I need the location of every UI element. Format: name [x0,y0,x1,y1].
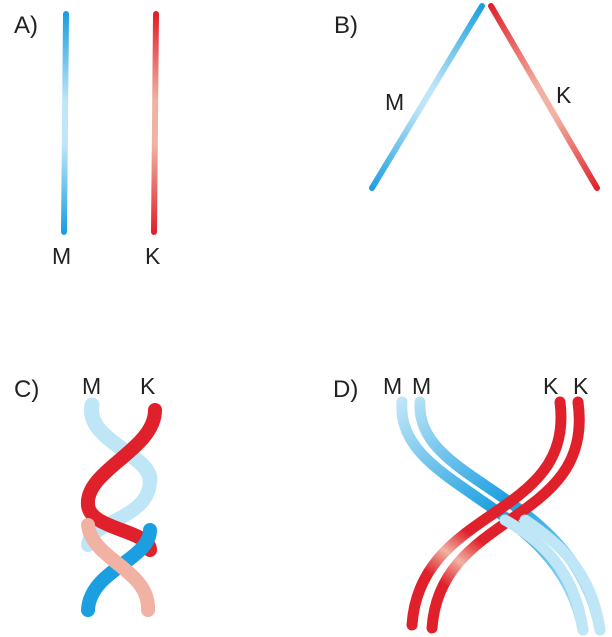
panel-b: B) M K [334,3,600,191]
panel-a-strand-m [61,11,69,235]
panel-d: D) M M K K [333,373,606,636]
panel-b-label-m: M [385,89,404,115]
panel-d-label-m2: M [412,373,431,399]
panel-c-label-m: M [82,373,101,399]
panel-d-strand-m2-front [519,514,606,636]
panel-a-label-m: M [52,243,71,269]
panel-c-strand-k-seg3 [81,518,155,617]
panel-b-strand-k [488,3,600,191]
panel-c-label: C) [14,376,39,403]
panel-a-label-k: K [145,243,161,269]
panel-d-label-m1: M [383,373,402,399]
panel-c-label-k: K [140,373,156,399]
panel-b-label: B) [334,12,358,39]
panel-d-label-k1: K [543,373,559,399]
panel-d-strand-k1 [406,396,567,631]
panel-a-strand-k [151,11,159,235]
panel-d-strand-k2 [426,396,585,634]
panel-c-strand-k-seg1 [81,403,162,512]
panel-d-strand-m1-front [499,514,589,636]
panel-c-strand-m-seg1 [84,397,158,488]
panel-a-label: A) [14,12,38,39]
panel-d-label: D) [333,376,358,403]
panel-b-strand-m [369,3,485,191]
panel-a: A) M K [14,11,161,269]
panel-c: C) M K [14,373,162,617]
panel-d-label-k2: K [573,373,589,399]
panel-b-label-k: K [556,82,572,108]
